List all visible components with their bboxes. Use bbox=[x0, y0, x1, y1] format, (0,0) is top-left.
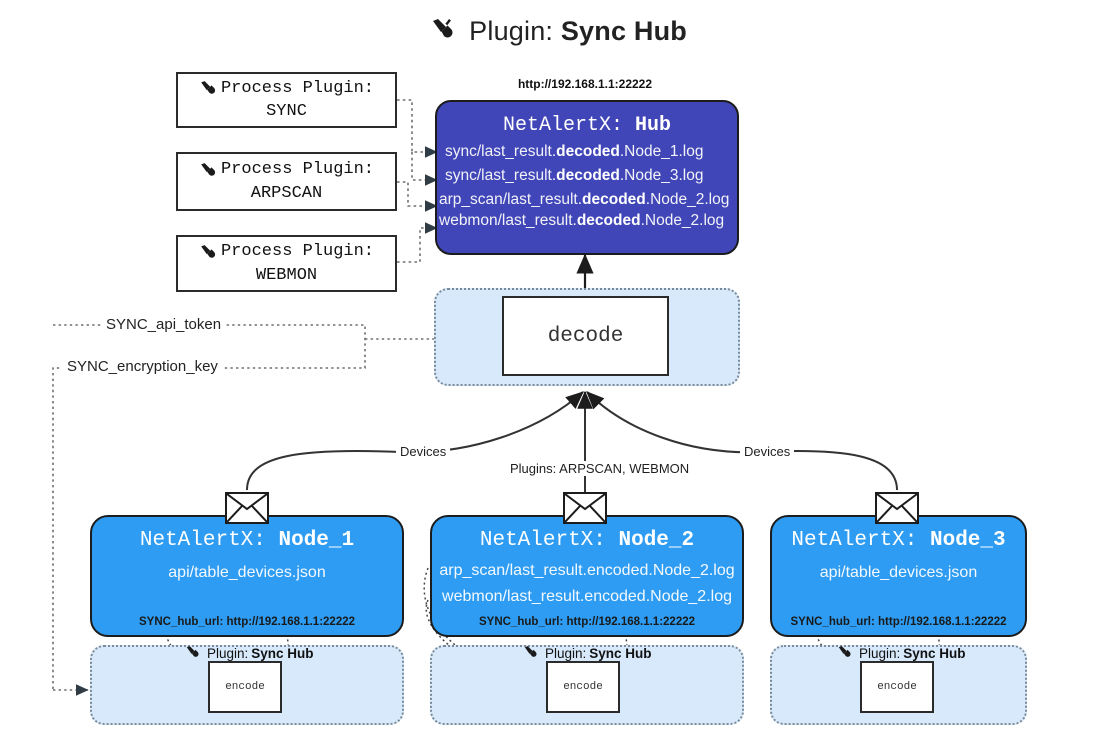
node-box-node-2[interactable]: NetAlertX: Node_2 arp_scan/last_result.e… bbox=[430, 515, 744, 637]
page-title-name: Sync Hub bbox=[560, 16, 687, 46]
node-title-prefix: NetAlertX: bbox=[139, 529, 266, 552]
node-title-name: Node_2 bbox=[618, 529, 695, 552]
encoder-plugin-prefix: Plugin: bbox=[207, 645, 249, 661]
hub-title-prefix: NetAlertX: bbox=[502, 114, 623, 137]
encode-label: encode bbox=[563, 681, 603, 693]
hub-title-name: Hub bbox=[635, 114, 672, 137]
encode-box-node-3[interactable]: encode bbox=[860, 661, 934, 713]
node-title: NetAlertX: Node_2 bbox=[432, 529, 742, 552]
node-resource-line: api/table_devices.json bbox=[168, 564, 326, 581]
plug-icon bbox=[199, 244, 218, 260]
decode-label: decode bbox=[547, 324, 624, 348]
process-plugin-label: Process Plugin: bbox=[220, 78, 375, 98]
envelope-icon bbox=[563, 492, 607, 524]
edge-label-plugins-center: Plugins: ARPSCAN, WEBMON bbox=[506, 461, 694, 476]
encode-label: encode bbox=[877, 681, 917, 693]
node-resource-line: api/table_devices.json bbox=[819, 564, 978, 581]
page-title: Plugin: Sync Hub bbox=[0, 16, 1117, 47]
hub-log-row: sync/last_result.decoded.Node_1.log bbox=[437, 143, 737, 161]
hub-log-pre: arp_scan/last_result. bbox=[439, 191, 583, 208]
hub-log-pre: sync/last_result. bbox=[445, 143, 557, 160]
plug-icon bbox=[523, 645, 542, 661]
process-plugin-box-sync[interactable]: Process Plugin: SYNC bbox=[176, 72, 397, 128]
node-hub-url: SYNC_hub_url: http://192.168.1.1:22222 bbox=[138, 616, 356, 628]
encoder-plugin-name: Sync Hub bbox=[903, 645, 966, 661]
hub-log-mid: decoded bbox=[582, 191, 646, 208]
secret-label-encryption-key: SYNC_encryption_key bbox=[62, 358, 223, 375]
process-plugin-name: ARPSCAN bbox=[250, 183, 323, 203]
page-title-prefix: Plugin: bbox=[469, 16, 554, 46]
node-box-node-3[interactable]: NetAlertX: Node_3 api/table_devices.json… bbox=[770, 515, 1027, 637]
decode-box[interactable]: decode bbox=[502, 296, 669, 376]
process-plugin-box-webmon[interactable]: Process Plugin: WEBMON bbox=[176, 235, 397, 292]
hub-log-row: webmon/last_result.decoded.Node_2.log bbox=[437, 212, 737, 230]
node-title-prefix: NetAlertX: bbox=[479, 529, 606, 552]
process-plugin-label: Process Plugin: bbox=[220, 242, 375, 262]
hub-box[interactable]: NetAlertX: Hub sync/last_result.decoded.… bbox=[435, 100, 739, 255]
edge-label-devices-left: Devices bbox=[396, 444, 451, 459]
hub-log-row: sync/last_result.decoded.Node_3.log bbox=[437, 167, 737, 185]
plug-icon bbox=[185, 645, 204, 661]
hub-log-pre: webmon/last_result. bbox=[439, 212, 577, 229]
process-plugin-label: Process Plugin: bbox=[220, 160, 375, 180]
secret-label-api-token: SYNC_api_token bbox=[101, 316, 227, 333]
hub-log-mid: decoded bbox=[556, 143, 620, 160]
node-title: NetAlertX: Node_3 bbox=[772, 529, 1025, 552]
node-title-prefix: NetAlertX: bbox=[791, 529, 918, 552]
hub-log-mid: decoded bbox=[556, 167, 620, 184]
encoder-plugin-label: Plugin: Sync Hub bbox=[185, 645, 314, 661]
encoder-plugin-name: Sync Hub bbox=[589, 645, 652, 661]
encode-label: encode bbox=[225, 681, 265, 693]
plug-icon bbox=[199, 162, 218, 178]
envelope-icon bbox=[875, 492, 919, 524]
process-plugin-name: WEBMON bbox=[255, 265, 318, 285]
node-title: NetAlertX: Node_1 bbox=[92, 529, 402, 552]
plug-icon bbox=[199, 80, 218, 96]
encoder-plugin-label: Plugin: Sync Hub bbox=[523, 645, 652, 661]
hub-log-post: .Node_2.log bbox=[645, 191, 730, 208]
hub-log-post: .Node_3.log bbox=[619, 167, 704, 184]
process-plugin-name: SYNC bbox=[266, 102, 307, 121]
encoder-plugin-label: Plugin: Sync Hub bbox=[837, 645, 966, 661]
node-hub-url: SYNC_hub_url: http://192.168.1.1:22222 bbox=[790, 616, 1007, 628]
process-plugin-box-arpscan[interactable]: Process Plugin: ARPSCAN bbox=[176, 152, 397, 211]
plug-icon bbox=[837, 645, 856, 661]
plug-icon bbox=[430, 18, 463, 46]
hub-log-mid: decoded bbox=[576, 212, 641, 229]
hub-log-post: .Node_1.log bbox=[619, 143, 704, 160]
encoder-plugin-prefix: Plugin: bbox=[545, 645, 587, 661]
encode-box-node-1[interactable]: encode bbox=[208, 661, 282, 713]
edge-label-devices-right: Devices bbox=[740, 444, 795, 459]
encoder-plugin-name: Sync Hub bbox=[251, 645, 314, 661]
node-box-node-1[interactable]: NetAlertX: Node_1 api/table_devices.json… bbox=[90, 515, 404, 637]
node-title-name: Node_1 bbox=[278, 529, 355, 552]
hub-url: http://192.168.1.1:22222 bbox=[517, 77, 653, 91]
node-resource-line: arp_scan/last_result.encoded.Node_2.log bbox=[439, 562, 735, 579]
node-hub-url: SYNC_hub_url: http://192.168.1.1:22222 bbox=[478, 616, 696, 628]
hub-log-pre: sync/last_result. bbox=[445, 167, 557, 184]
encoder-plugin-prefix: Plugin: bbox=[859, 645, 901, 661]
node-title-name: Node_3 bbox=[930, 529, 1006, 552]
encode-box-node-2[interactable]: encode bbox=[546, 661, 620, 713]
node-resource-line: webmon/last_result.encoded.Node_2.log bbox=[442, 588, 732, 605]
hub-log-post: .Node_2.log bbox=[640, 212, 725, 229]
envelope-icon bbox=[225, 492, 269, 524]
hub-log-row: arp_scan/last_result.decoded.Node_2.log bbox=[437, 191, 737, 209]
hub-title: NetAlertX: Hub bbox=[437, 114, 737, 137]
